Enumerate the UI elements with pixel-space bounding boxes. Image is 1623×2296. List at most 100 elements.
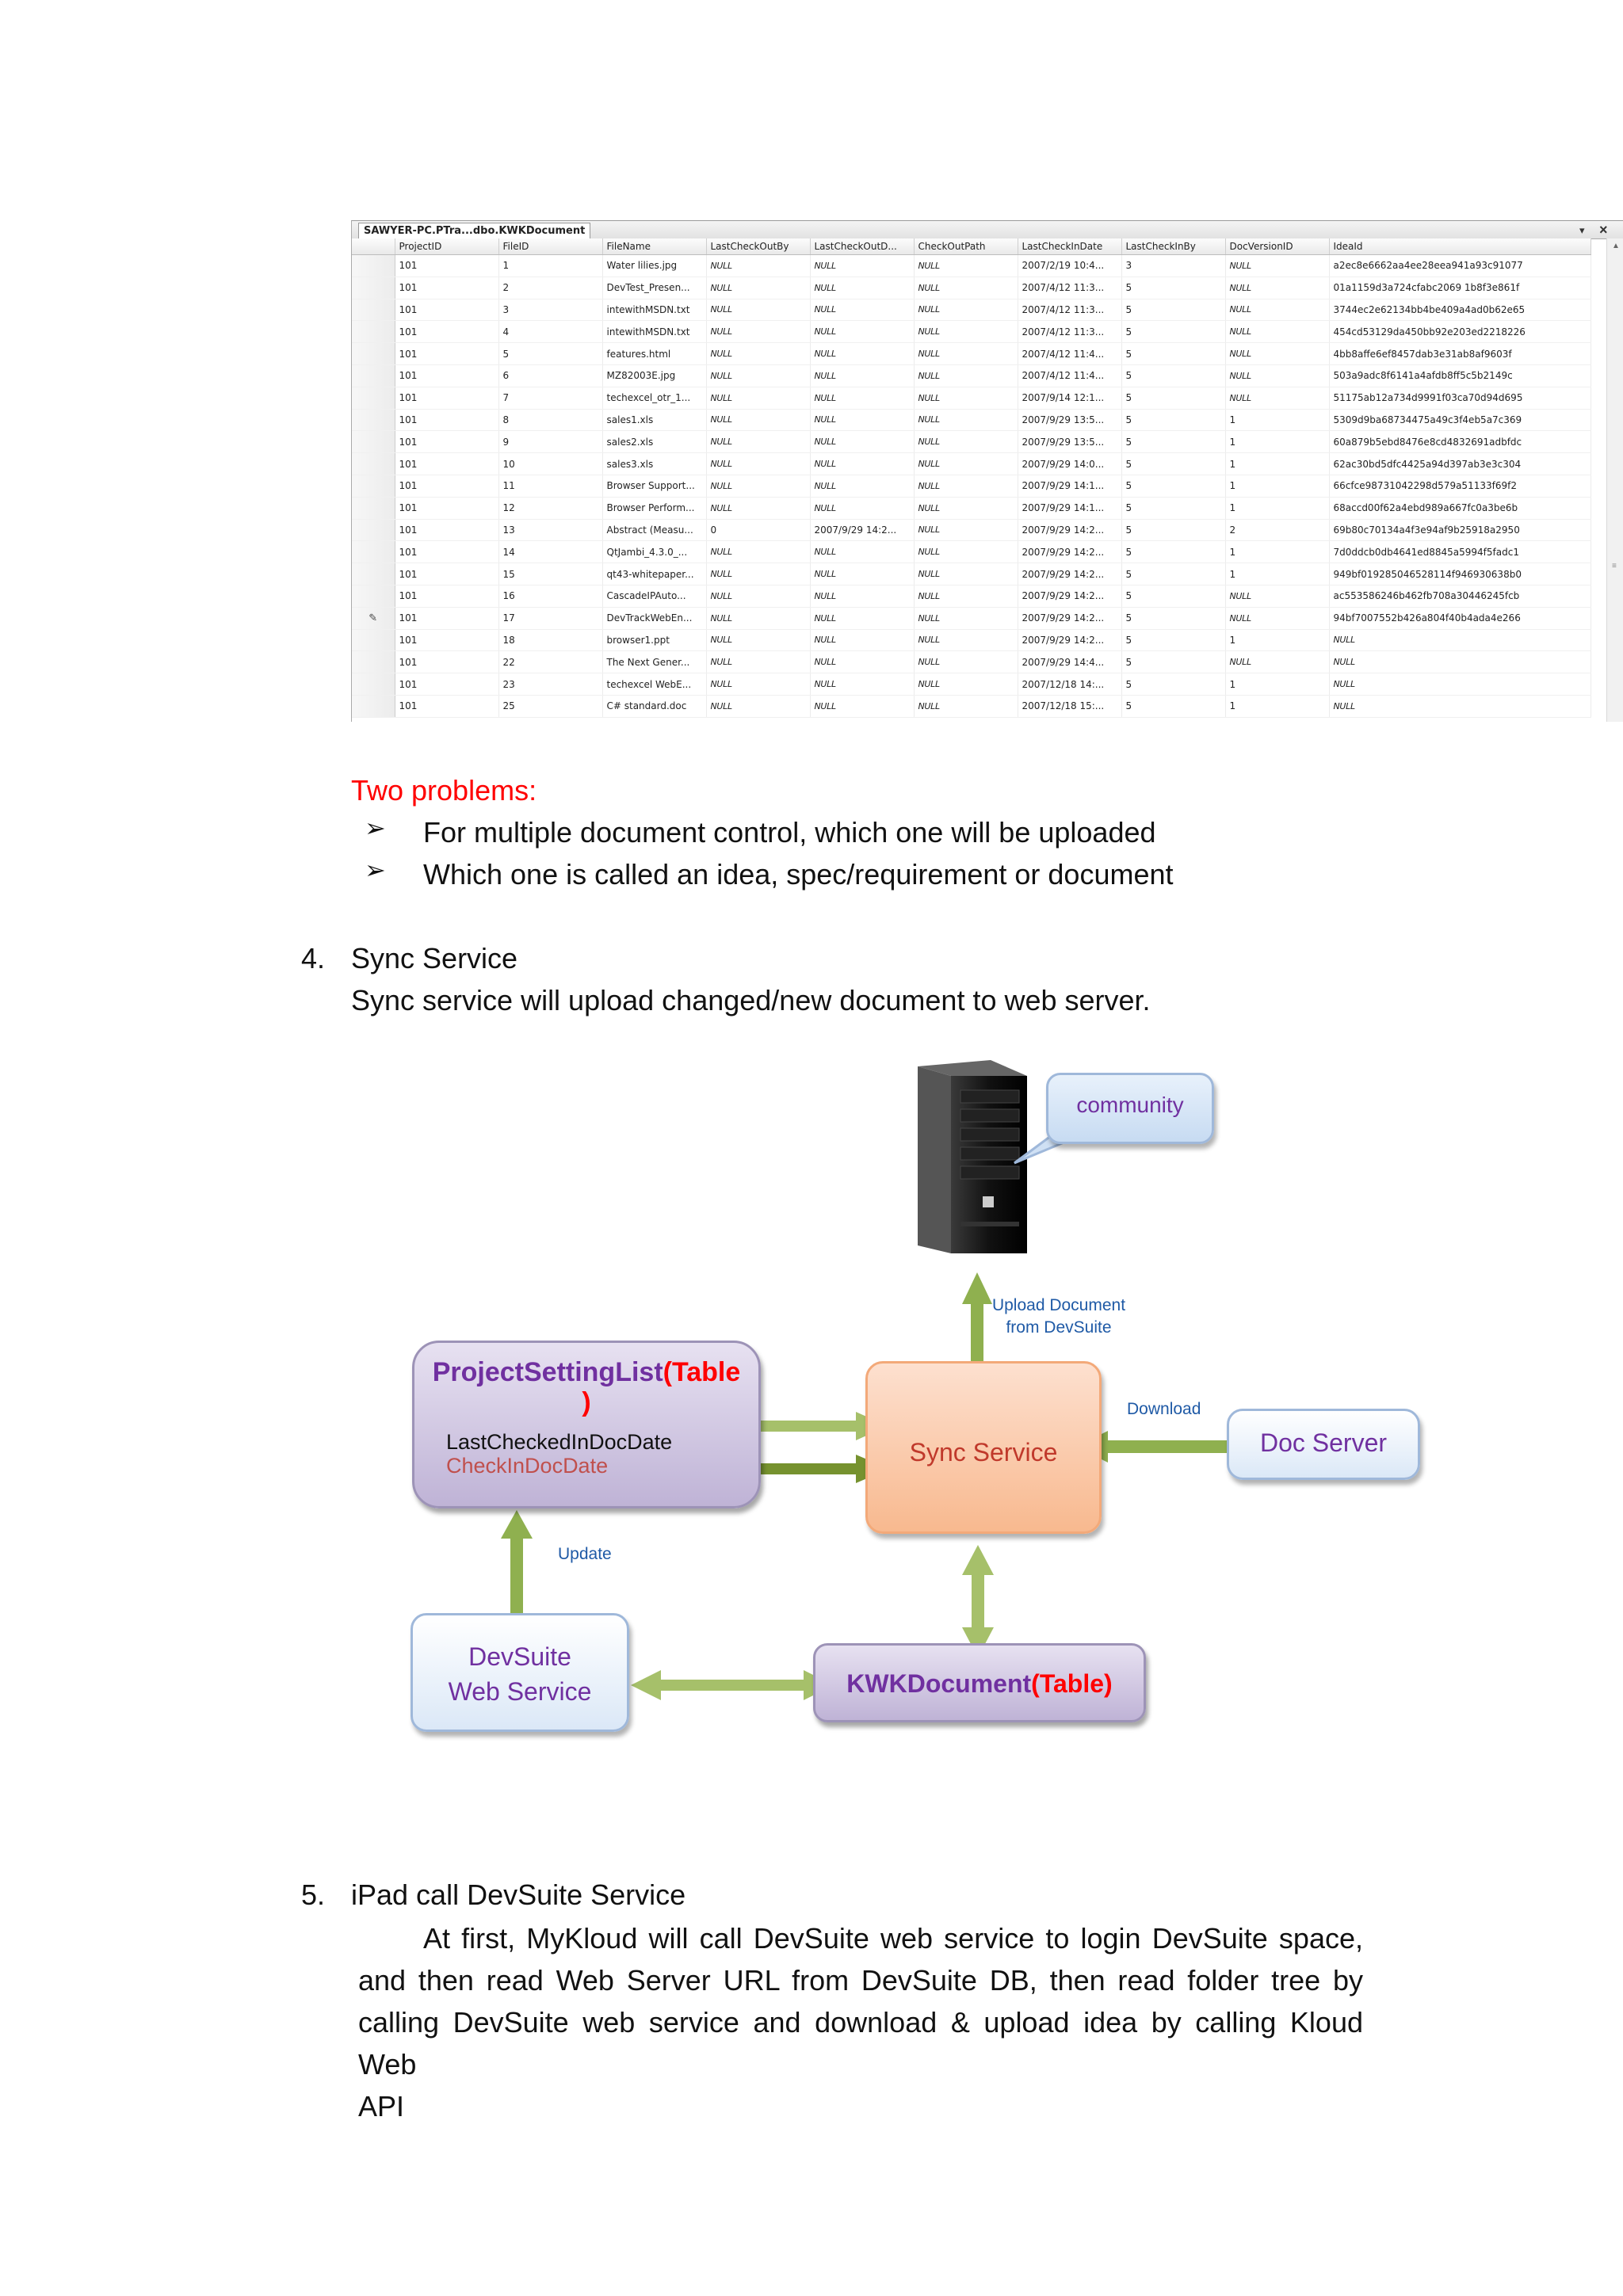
table-cell[interactable]: 2007/9/29 14:2... bbox=[1018, 607, 1122, 630]
table-cell[interactable]: 2007/9/29 14:2... bbox=[810, 519, 915, 542]
table-cell[interactable]: NULL bbox=[810, 585, 915, 608]
table-cell[interactable]: NULL bbox=[914, 452, 1018, 475]
table-cell[interactable]: 68accd00f62a4ebd989a667fc0a3be6b bbox=[1329, 497, 1591, 520]
table-cell[interactable]: 51175ab12a734d9991f03ca70d94d695 bbox=[1329, 387, 1591, 410]
table-cell[interactable]: NULL bbox=[706, 563, 811, 585]
grid-tab[interactable]: SAWYER-PC.PTra...dbo.KWKDocument bbox=[358, 223, 591, 238]
vertical-scrollbar[interactable]: ▲ ≡ bbox=[1606, 238, 1623, 722]
table-cell[interactable]: NULL bbox=[706, 430, 811, 454]
table-cell[interactable]: 2007/4/12 11:3... bbox=[1018, 320, 1122, 344]
table-cell[interactable]: 101 bbox=[395, 650, 499, 674]
column-header[interactable]: DocVersionID bbox=[1225, 238, 1330, 255]
table-cell[interactable]: NULL bbox=[1225, 299, 1330, 322]
row-selector[interactable] bbox=[352, 563, 395, 585]
table-cell[interactable]: 2007/4/12 11:3... bbox=[1018, 299, 1122, 322]
table-cell[interactable]: 101 bbox=[395, 563, 499, 585]
table-cell[interactable]: NULL bbox=[810, 629, 915, 652]
row-selector[interactable] bbox=[352, 540, 395, 564]
table-cell[interactable]: 1 bbox=[1225, 452, 1330, 475]
table-cell[interactable]: 2007/4/12 11:3... bbox=[1018, 277, 1122, 299]
table-cell[interactable]: NULL bbox=[914, 540, 1018, 564]
scroll-grip-icon[interactable]: ≡ bbox=[1612, 562, 1617, 570]
table-cell[interactable]: 5 bbox=[1121, 277, 1226, 299]
table-cell[interactable]: NULL bbox=[914, 607, 1018, 630]
table-cell[interactable]: NULL bbox=[914, 387, 1018, 410]
table-cell[interactable]: 9 bbox=[498, 430, 603, 454]
table-cell[interactable]: 94bf7007552b426a804f40b4ada4e266 bbox=[1329, 607, 1591, 630]
table-cell[interactable]: 2007/4/12 11:4... bbox=[1018, 342, 1122, 365]
table-cell[interactable]: NULL bbox=[1225, 650, 1330, 674]
table-cell[interactable]: NULL bbox=[1329, 629, 1591, 652]
table-cell[interactable]: 5 bbox=[1121, 342, 1226, 365]
row-selector[interactable] bbox=[352, 519, 395, 542]
table-cell[interactable]: 2 bbox=[498, 277, 603, 299]
column-header[interactable]: LastCheckInBy bbox=[1121, 238, 1226, 255]
table-cell[interactable]: NULL bbox=[914, 695, 1018, 718]
table-cell[interactable]: 4bb8affe6ef8457dab3e31ab8af9603f bbox=[1329, 342, 1591, 365]
table-cell[interactable]: NULL bbox=[810, 342, 915, 365]
table-cell[interactable]: NULL bbox=[1225, 607, 1330, 630]
table-cell[interactable]: DevTrackWebEn... bbox=[602, 607, 707, 630]
row-selector-header[interactable] bbox=[352, 238, 395, 255]
table-cell[interactable]: NULL bbox=[810, 452, 915, 475]
table-cell[interactable]: 2007/12/18 15:... bbox=[1018, 695, 1122, 718]
table-cell[interactable]: 11 bbox=[498, 475, 603, 498]
table-cell[interactable]: NULL bbox=[914, 497, 1018, 520]
table-cell[interactable]: 2007/9/29 13:5... bbox=[1018, 430, 1122, 454]
row-selector[interactable] bbox=[352, 695, 395, 718]
table-cell[interactable]: NULL bbox=[810, 430, 915, 454]
table-cell[interactable]: 6 bbox=[498, 364, 603, 387]
table-cell[interactable]: NULL bbox=[1225, 387, 1330, 410]
table-cell[interactable]: NULL bbox=[810, 607, 915, 630]
table-cell[interactable]: 25 bbox=[498, 695, 603, 718]
table-cell[interactable]: 16 bbox=[498, 585, 603, 608]
row-selector[interactable] bbox=[352, 320, 395, 344]
column-header[interactable]: FileID bbox=[498, 238, 603, 255]
table-cell[interactable]: 15 bbox=[498, 563, 603, 585]
table-cell[interactable]: 1 bbox=[1225, 430, 1330, 454]
table-cell[interactable]: 5 bbox=[498, 342, 603, 365]
table-cell[interactable]: 101 bbox=[395, 519, 499, 542]
table-cell[interactable]: NULL bbox=[706, 629, 811, 652]
table-cell[interactable]: NULL bbox=[706, 320, 811, 344]
table-cell[interactable]: 14 bbox=[498, 540, 603, 564]
column-header[interactable]: LastCheckInDate bbox=[1018, 238, 1122, 255]
table-cell[interactable]: NULL bbox=[1225, 254, 1330, 277]
table-cell[interactable]: 2007/12/18 14:... bbox=[1018, 673, 1122, 696]
table-cell[interactable]: 5 bbox=[1121, 452, 1226, 475]
table-cell[interactable]: Browser Support... bbox=[602, 475, 707, 498]
table-cell[interactable]: 13 bbox=[498, 519, 603, 542]
table-cell[interactable]: 2007/9/29 14:0... bbox=[1018, 452, 1122, 475]
table-cell[interactable]: NULL bbox=[914, 409, 1018, 432]
table-cell[interactable]: 101 bbox=[395, 607, 499, 630]
table-cell[interactable]: NULL bbox=[1225, 320, 1330, 344]
table-cell[interactable]: NULL bbox=[914, 650, 1018, 674]
table-cell[interactable]: 101 bbox=[395, 409, 499, 432]
table-cell[interactable]: CascadeIPAuto... bbox=[602, 585, 707, 608]
table-cell[interactable]: 2007/9/29 14:2... bbox=[1018, 563, 1122, 585]
table-cell[interactable]: NULL bbox=[1329, 650, 1591, 674]
table-cell[interactable]: NULL bbox=[1225, 364, 1330, 387]
table-cell[interactable]: 1 bbox=[1225, 497, 1330, 520]
table-cell[interactable]: 60a879b5ebd8476e8cd4832691adbfdc bbox=[1329, 430, 1591, 454]
table-cell[interactable]: 101 bbox=[395, 277, 499, 299]
row-selector[interactable] bbox=[352, 497, 395, 520]
table-cell[interactable]: NULL bbox=[706, 409, 811, 432]
table-cell[interactable]: NULL bbox=[810, 475, 915, 498]
table-cell[interactable]: 5 bbox=[1121, 409, 1226, 432]
table-cell[interactable]: browser1.ppt bbox=[602, 629, 707, 652]
table-cell[interactable]: 2007/9/29 14:2... bbox=[1018, 519, 1122, 542]
table-cell[interactable]: NULL bbox=[706, 364, 811, 387]
close-icon[interactable]: × bbox=[1599, 222, 1608, 238]
table-cell[interactable]: 5 bbox=[1121, 650, 1226, 674]
table-cell[interactable]: 2007/9/29 14:2... bbox=[1018, 540, 1122, 564]
